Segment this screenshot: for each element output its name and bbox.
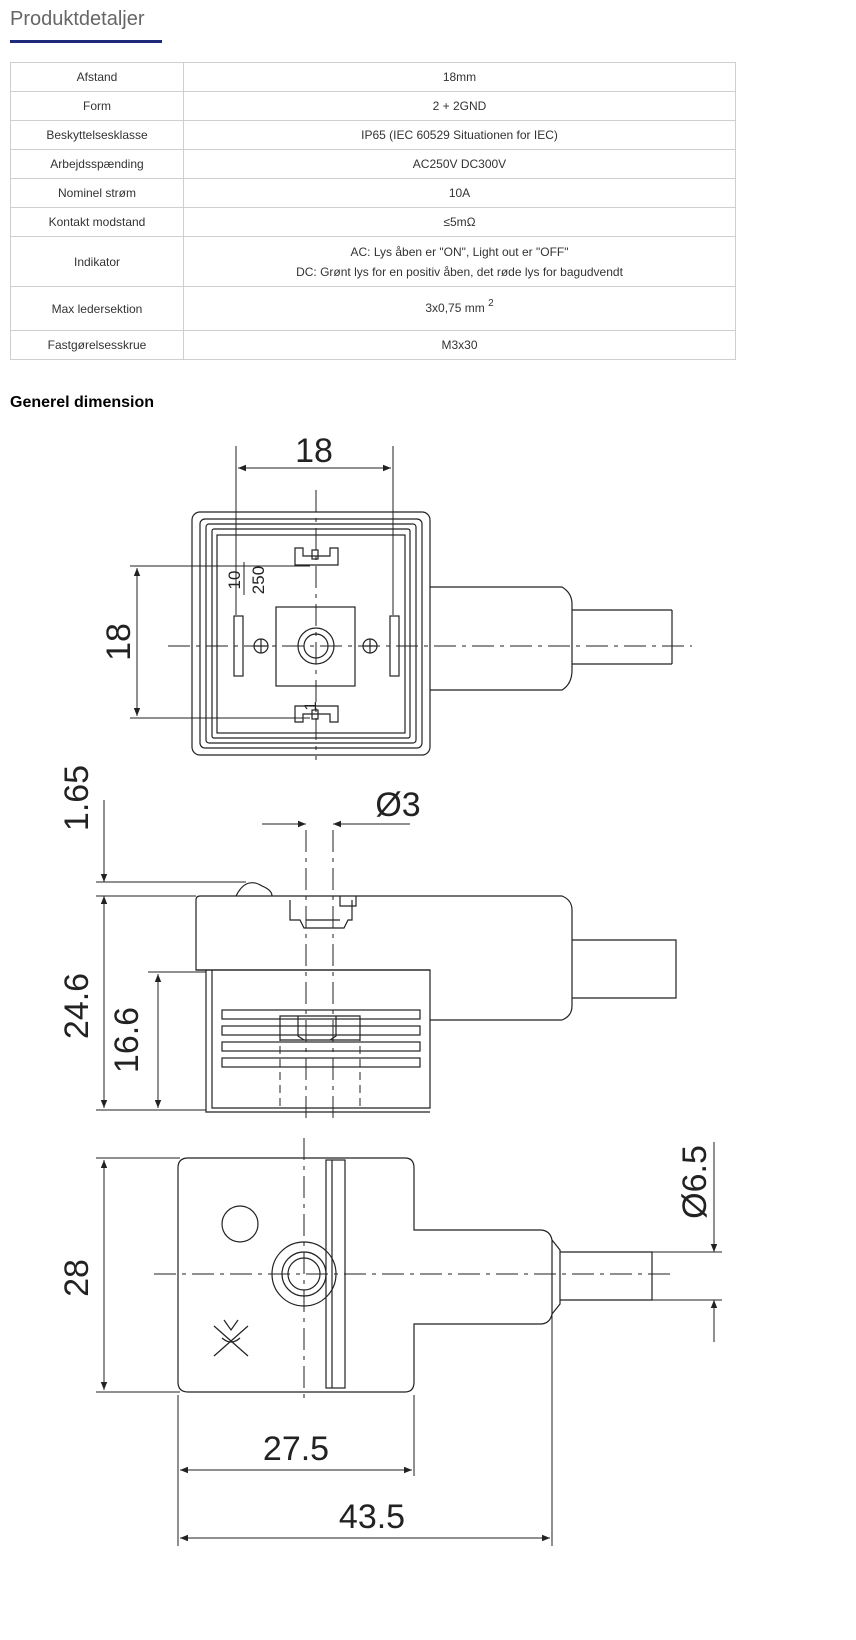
table-row: Indikator AC: Lys åben er "ON", Light ou… <box>10 236 736 287</box>
table-row: Kontakt modstand ≤5mΩ <box>10 207 736 237</box>
dim-hole: Ø3 <box>375 786 420 824</box>
indicator-dc: DC: Grønt lys for en positiv åben, det r… <box>296 264 623 279</box>
spec-value: ≤5mΩ <box>183 207 736 237</box>
spec-label: Kontakt modstand <box>10 207 184 237</box>
dimension-title: Generel dimension <box>10 394 155 411</box>
table-row: Afstand 18mm <box>10 62 736 92</box>
spec-label: Max ledersektion <box>10 286 184 331</box>
section-title: Produktdetaljer <box>10 8 145 30</box>
dimension-drawing: 18 18 10 250 1 1. <box>58 432 722 1546</box>
spec-label: Fastgørelsesskrue <box>10 330 184 360</box>
dim-bottom-height: 28 <box>58 1259 96 1297</box>
side-hidden-lines <box>279 1020 361 1110</box>
front-view <box>191 511 673 756</box>
dim-pitch-v: 18 <box>100 623 138 661</box>
bottom-dimensions <box>96 1142 722 1546</box>
superscript: 2 <box>488 297 494 309</box>
dim-body: 16.6 <box>108 1007 146 1073</box>
table-row: Form 2 + 2GND <box>10 91 736 121</box>
front-centerlines <box>168 490 692 760</box>
dim-height: 24.6 <box>58 973 96 1039</box>
bottom-centerlines <box>154 1138 674 1400</box>
wire-section: 3x0,75 mm <box>425 300 485 315</box>
dim-width-total: 43.5 <box>339 1498 405 1536</box>
pin-mark-250: 250 <box>249 566 268 594</box>
table-row: Max ledersektion 3x0,75 mm 2 <box>10 286 736 331</box>
spec-label: Nominel strøm <box>10 178 184 208</box>
pin-label-1: 1 <box>301 701 320 710</box>
spec-value: AC: Lys åben er "ON", Light out er "OFF"… <box>183 236 736 287</box>
spec-value: 2 + 2GND <box>183 91 736 121</box>
spec-label: Beskyttelsesklasse <box>10 120 184 150</box>
indicator-ac: AC: Lys åben er "ON", Light out er "OFF" <box>350 244 569 259</box>
title-underline <box>10 40 162 43</box>
spec-value: 10A <box>183 178 736 208</box>
table-row: Nominel strøm 10A <box>10 178 736 208</box>
spec-label: Arbejdsspænding <box>10 149 184 179</box>
spec-value: M3x30 <box>183 330 736 360</box>
table-row: Fastgørelsesskrue M3x30 <box>10 330 736 360</box>
spec-value: 18mm <box>183 62 736 92</box>
bottom-view <box>177 1157 653 1393</box>
side-centerlines <box>305 830 334 1120</box>
spec-label: Form <box>10 91 184 121</box>
side-view <box>195 882 677 1113</box>
spec-value: IP65 (IEC 60529 Situationen for IEC) <box>183 120 736 150</box>
spec-value: AC250V DC300V <box>183 149 736 179</box>
spec-label: Indikator <box>10 236 184 287</box>
dim-width-inner: 27.5 <box>263 1430 329 1468</box>
spec-table: Afstand 18mm Form 2 + 2GND Beskyttelsesk… <box>10 62 736 360</box>
spec-value: 3x0,75 mm 2 <box>183 286 736 331</box>
table-row: Arbejdsspænding AC250V DC300V <box>10 149 736 179</box>
pin-mark-10: 10 <box>225 571 244 590</box>
dim-cable: Ø6.5 <box>676 1145 714 1219</box>
dim-pitch-h: 18 <box>295 432 333 470</box>
dim-top: 1.65 <box>58 765 96 831</box>
front-dimensions <box>130 446 394 719</box>
spec-label: Afstand <box>10 62 184 92</box>
side-dimensions <box>96 800 410 1111</box>
table-row: Beskyttelsesklasse IP65 (IEC 60529 Situa… <box>10 120 736 150</box>
